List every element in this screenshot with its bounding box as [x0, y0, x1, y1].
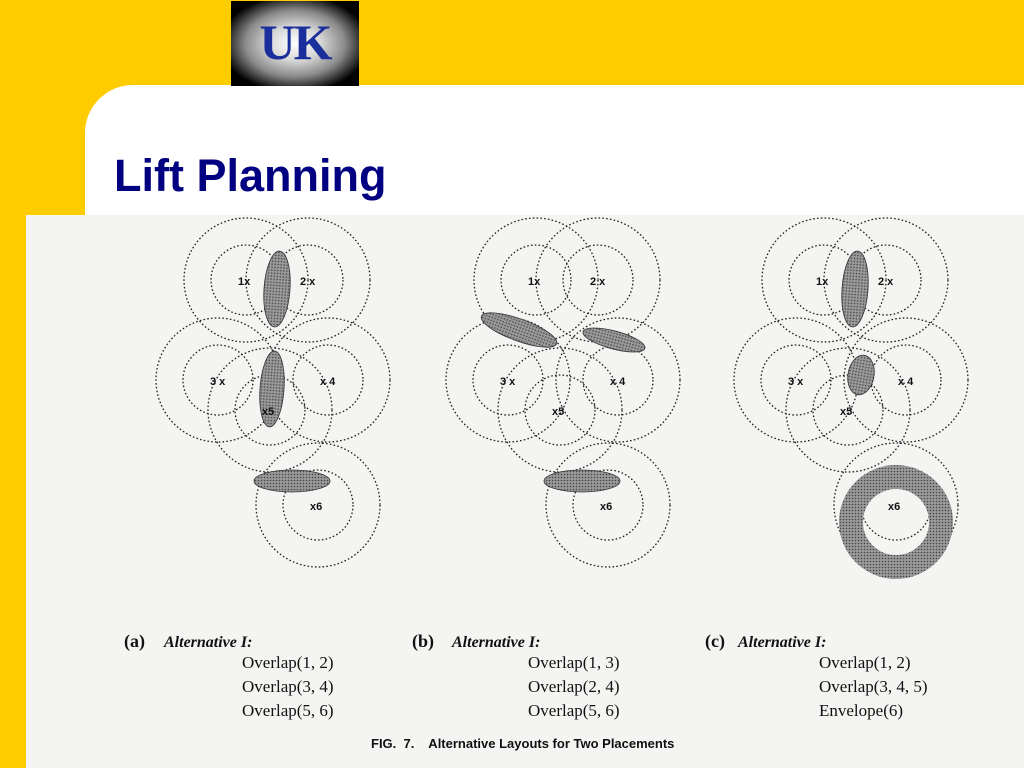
outer-circle-1-panel-2 [473, 217, 599, 343]
point-label-1-panel-2: 1x [528, 276, 541, 288]
figure-image: 1x 2 x 3 x x 4 x5 x6 1x 2 x 3 x x 4 x5 x6 1x 2 x 3 x x … [26, 215, 1024, 768]
left-yellow-strip [0, 0, 26, 768]
panel-c-line-2: Overlap(3, 4, 5) [819, 677, 928, 696]
panel-a-line-2: Overlap(3, 4) [242, 677, 334, 696]
title-panel [85, 85, 1024, 225]
outer-circle-5-panel-1 [207, 347, 333, 473]
inner-circle-6-panel-2 [572, 469, 644, 541]
outer-circle-3-panel-2 [445, 317, 571, 443]
overlap-2-4-region [582, 327, 646, 353]
figure-caption: FIG. 7. Alternative Layouts for Two Plac… [371, 736, 674, 751]
point-label-3-panel-2: 3 x [500, 376, 516, 388]
outer-circle-5-panel-2 [497, 347, 623, 473]
panel-b-heading: Alternative I: [451, 634, 540, 651]
panel-a-label: (a) [124, 631, 145, 652]
outer-circle-4-panel-2 [555, 317, 681, 443]
lift-layout-diagram: 1x 2 x 3 x x 4 x5 x6 1x 2 x 3 x x 4 x5 x6 1x 2 x 3 x x … [124, 217, 969, 751]
point-label-5-panel-1: x5 [262, 406, 274, 418]
overlap-1-3-region [480, 312, 558, 348]
panel-b-caption: (b) Alternative I: Overlap(1, 3) Overlap… [412, 631, 620, 720]
overlap-1-2-region [841, 250, 869, 328]
panel-c-label: (c) [705, 631, 725, 652]
panel-b-label: (b) [412, 631, 434, 652]
inner-circle-3-panel-3 [760, 344, 832, 416]
outer-circle-4-panel-3 [843, 317, 969, 443]
outer-circle-1-panel-3 [761, 217, 887, 343]
point-label-1-panel-1: 1x [238, 276, 251, 288]
point-label-5-panel-3: x5 [840, 406, 852, 418]
overlap-3-4-5-region [847, 354, 875, 396]
panel-c-caption: (c) Alternative I: Overlap(1, 2) Overlap… [705, 631, 928, 720]
panel-c-line-3: Envelope(6) [819, 701, 903, 720]
inner-circle-6-panel-1 [282, 469, 354, 541]
overlap-5-6-region [543, 469, 621, 493]
panel-a-heading: Alternative I: [163, 634, 252, 651]
point-labels: 1x 2 x 3 x x 4 x5 x6 1x 2 x 3 x x 4 x5 x6 1x 2 x 3 x x … [210, 276, 914, 513]
point-label-4-panel-2: x 4 [610, 376, 626, 388]
inner-circle-2-panel-1 [272, 244, 344, 316]
inner-circle-4-panel-3 [870, 344, 942, 416]
point-label-4-panel-1: x 4 [320, 376, 336, 388]
panel-b-line-2: Overlap(2, 4) [528, 677, 620, 696]
outer-circle-6-panel-3 [833, 442, 959, 568]
point-label-1-panel-3: 1x [816, 276, 829, 288]
panel-a-line-1: Overlap(1, 2) [242, 653, 334, 672]
envelope-6-ring [839, 465, 953, 579]
panel-b-line-1: Overlap(1, 3) [528, 653, 620, 672]
outer-circle-2-panel-1 [245, 217, 371, 343]
panel-a-line-3: Overlap(5, 6) [242, 701, 334, 720]
point-label-3-panel-3: 3 x [788, 376, 804, 388]
overlap-3-4-region [259, 350, 285, 428]
panel-c-line-1: Overlap(1, 2) [819, 653, 911, 672]
inner-circle-4-panel-1 [292, 344, 364, 416]
inner-circle-3-panel-2 [472, 344, 544, 416]
point-label-6-panel-1: x6 [310, 501, 322, 513]
panel-c-heading: Alternative I: [737, 634, 826, 651]
point-label-2-panel-3: 2 x [878, 276, 894, 288]
slide-title: Lift Planning [114, 150, 387, 201]
uk-logo: UK [231, 1, 359, 86]
overlap-5-6-region [253, 469, 331, 493]
outer-circle-6-panel-1 [255, 442, 381, 568]
inner-circle-1-panel-2 [500, 244, 572, 316]
inner-circle-3-panel-1 [182, 344, 254, 416]
outer-circle-2-panel-3 [823, 217, 949, 343]
point-label-4-panel-3: x 4 [898, 376, 914, 388]
point-label-3-panel-1: 3 x [210, 376, 226, 388]
outer-circle-1-panel-1 [183, 217, 309, 343]
point-label-2-panel-2: 2 x [590, 276, 606, 288]
inner-circle-5-panel-2 [524, 374, 596, 446]
panel-a-caption: (a) Alternative I: Overlap(1, 2) Overlap… [124, 631, 334, 720]
outer-circle-6-panel-2 [545, 442, 671, 568]
inner-circle-2-panel-2 [562, 244, 634, 316]
outer-circle-5-panel-3 [785, 347, 911, 473]
overlap-1-2-region [263, 250, 291, 328]
overlap-regions [253, 250, 953, 579]
point-label-6-panel-2: x6 [600, 501, 612, 513]
outer-circle-2-panel-2 [535, 217, 661, 343]
point-label-2-panel-1: 2 x [300, 276, 316, 288]
point-label-5-panel-2: x5 [552, 406, 564, 418]
panel-b-line-3: Overlap(5, 6) [528, 701, 620, 720]
inner-circle-2-panel-3 [850, 244, 922, 316]
point-label-6-panel-3: x6 [888, 501, 900, 513]
logo-text: UK [259, 14, 333, 70]
